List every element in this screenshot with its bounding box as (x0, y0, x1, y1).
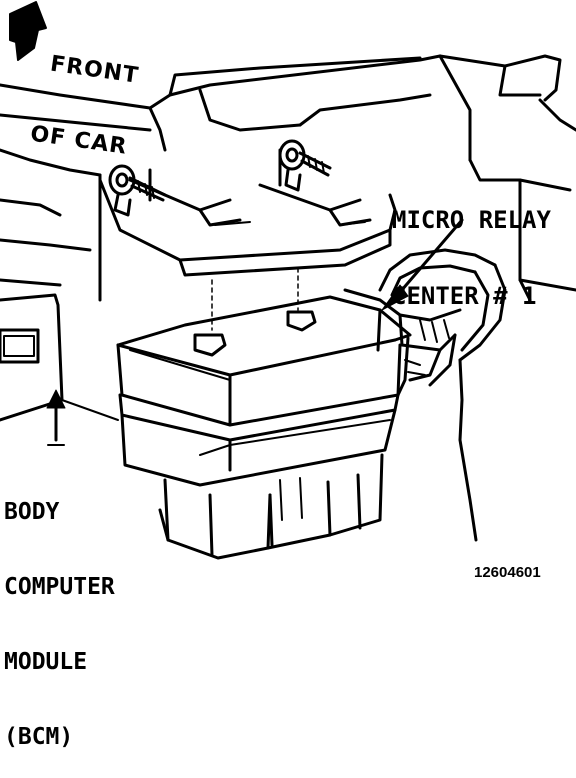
micro-relay-center-label: MICRO RELAY CENTER # 1 (392, 160, 551, 332)
bcm-label: BODY COMPUTER MODULE (BCM) (4, 455, 115, 778)
front-label-line2: OF CAR (28, 121, 129, 160)
bcm-label-line2: COMPUTER (4, 574, 115, 600)
relay-label-line2: CENTER # 1 (392, 282, 537, 310)
bcm-label-line4: (BCM) (4, 724, 74, 750)
mounting-bracket (98, 148, 397, 277)
relay-callout-arrow (381, 218, 464, 311)
bcm-label-line1: BODY (4, 499, 60, 525)
relay-label-line1: MICRO RELAY (392, 206, 551, 234)
diagram-drawing (0, 1, 576, 560)
part-number: 12604601 (474, 564, 541, 581)
alignment-lines (211, 267, 299, 331)
front-direction-arrow (9, 1, 47, 61)
mounting-stud-right (278, 139, 332, 192)
left-side-panel (0, 293, 119, 422)
front-label-line1: FRONT (48, 51, 141, 89)
bcm-callout-arrow (46, 389, 66, 446)
mounting-stud-left (108, 164, 167, 217)
micro-relay-center (343, 248, 507, 542)
bcm-module (116, 295, 412, 560)
dashboard-structure (0, 54, 576, 302)
bcm-label-line3: MODULE (4, 649, 88, 675)
